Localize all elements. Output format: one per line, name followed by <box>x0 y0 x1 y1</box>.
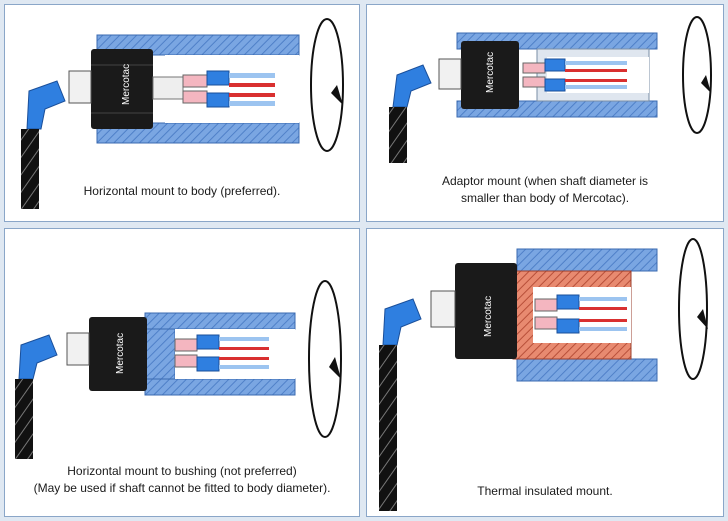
front-boss <box>68 70 92 104</box>
wire <box>579 297 627 301</box>
wire <box>219 365 269 369</box>
mercotac-body <box>455 263 517 359</box>
rotation-arrow <box>310 18 344 152</box>
housing-bottom <box>516 358 658 382</box>
panel-thermal-insulated-mount: Mercotac Thermal insulated mount. <box>366 228 724 517</box>
connector <box>534 298 558 312</box>
connector <box>174 338 198 352</box>
connector <box>174 354 198 368</box>
caption-panel-4: Thermal insulated mount. <box>367 483 723 500</box>
wire <box>579 319 627 322</box>
mercotac-body <box>89 317 147 391</box>
cable <box>21 129 39 209</box>
panel-horizontal-mount-body: Mercotac Horizontal mount to body (prefe… <box>4 4 360 222</box>
wire <box>229 83 275 87</box>
caption-line: smaller than body of Mercotac). <box>460 191 630 205</box>
connector <box>206 70 230 86</box>
insulator-cavity <box>533 287 631 343</box>
caption-panel-2: Adaptor mount (when shaft diameter is sm… <box>367 173 723 207</box>
wire <box>229 73 275 78</box>
front-boss <box>438 58 462 90</box>
front-boss <box>66 332 90 366</box>
housing-top <box>144 312 296 330</box>
diagram-horizontal-mount-body: Mercotac <box>21 18 344 209</box>
wire <box>565 61 627 65</box>
elbow-connector <box>26 80 66 130</box>
connector <box>206 92 230 108</box>
diagram-horizontal-mount-bushing: Mercotac <box>15 280 342 459</box>
housing-cavity <box>165 55 299 123</box>
housing-top <box>516 248 658 272</box>
cable <box>389 107 407 163</box>
connector <box>196 334 220 350</box>
caption-line: Adaptor mount (when shaft diameter is <box>441 174 649 188</box>
connector <box>556 294 580 310</box>
bushing <box>144 328 176 380</box>
panel-horizontal-mount-bushing: Mercotac Horizontal mount to bushing (no… <box>4 228 360 517</box>
caption-line: Thermal insulated mount. <box>477 484 613 498</box>
wire <box>219 357 269 360</box>
caption-line: Horizontal mount to bushing (not preferr… <box>67 464 297 478</box>
housing-cavity <box>175 329 295 379</box>
wire <box>565 69 627 72</box>
diagram-thermal-insulated-mount: Mercotac <box>379 238 708 511</box>
caption-line: Horizontal mount to body (preferred). <box>83 184 281 198</box>
mercotac-body <box>91 49 153 129</box>
rotation-arrow <box>308 280 342 438</box>
caption-panel-3: Horizontal mount to bushing (not preferr… <box>5 463 359 497</box>
caption-panel-1: Horizontal mount to body (preferred). <box>5 183 359 200</box>
brand-label: Mercotac <box>483 296 494 337</box>
wire <box>229 93 275 97</box>
connector <box>556 318 580 334</box>
wire <box>565 79 627 82</box>
diagram-adaptor-mount: Mercotac <box>389 16 712 163</box>
wire <box>579 327 627 331</box>
connector <box>182 74 208 88</box>
wire <box>229 101 275 106</box>
rotation-arrow <box>678 238 708 380</box>
brand-label: Mercotac <box>121 64 132 105</box>
connector <box>534 316 558 330</box>
wire <box>579 307 627 310</box>
connector <box>196 356 220 372</box>
connector <box>182 90 208 104</box>
elbow-connector <box>382 298 422 346</box>
front-boss <box>430 290 456 328</box>
rotation-arrow <box>682 16 712 134</box>
brand-label: Mercotac <box>485 52 496 93</box>
mercotac-body <box>461 41 519 109</box>
housing-bottom <box>144 378 296 396</box>
caption-line: (May be used if shaft cannot be fitted t… <box>33 481 331 495</box>
cable <box>379 345 397 511</box>
wire <box>219 347 269 350</box>
panel-adaptor-mount: Mercotac Adaptor mount (when shaft diame… <box>366 4 724 222</box>
connector <box>522 76 546 88</box>
wire <box>219 337 269 341</box>
connector <box>522 62 546 74</box>
elbow-connector <box>18 334 58 380</box>
wire <box>565 85 627 89</box>
connector <box>544 78 566 92</box>
connector <box>544 58 566 72</box>
brand-label: Mercotac <box>115 333 126 374</box>
elbow-connector <box>392 64 432 108</box>
cable <box>15 379 33 459</box>
